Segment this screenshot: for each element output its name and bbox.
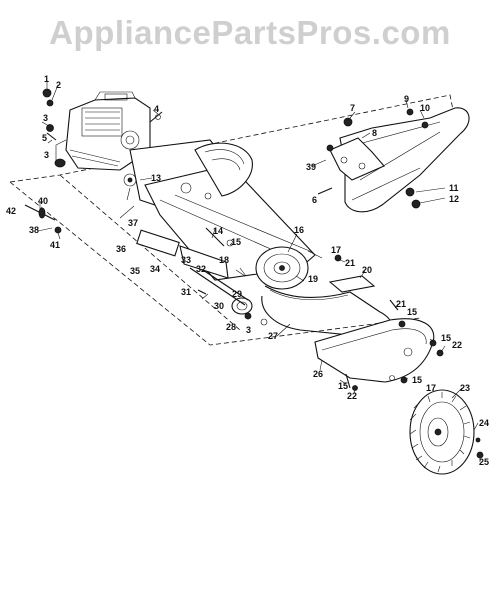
callout-20: 20 [362, 265, 372, 275]
small-pulley [231, 297, 253, 315]
callout-22b: 22 [347, 391, 357, 401]
callout-17b: 17 [426, 383, 436, 393]
callout-10: 10 [420, 103, 430, 113]
callout-34: 34 [150, 264, 160, 274]
pulley [255, 246, 309, 290]
callout-3: 3 [43, 113, 48, 123]
callout-22a: 22 [452, 340, 462, 350]
callout-25: 25 [479, 457, 489, 467]
callout-42: 42 [6, 206, 16, 216]
callout-15c: 15 [441, 333, 451, 343]
belt-guard [314, 318, 435, 383]
callout-21a: 21 [345, 258, 355, 268]
callout-26: 26 [313, 369, 323, 379]
callout-6: 6 [312, 195, 317, 205]
wheel-tire [409, 389, 475, 475]
callout-8: 8 [372, 128, 377, 138]
callout-3b: 3 [246, 325, 251, 335]
assembly-outline [9, 94, 456, 346]
callout-15d: 15 [412, 375, 422, 385]
callout-33: 33 [181, 255, 191, 265]
callout-9: 9 [404, 94, 409, 104]
callout-21b: 21 [396, 299, 406, 309]
callout-36: 36 [116, 244, 126, 254]
callout-7: 7 [350, 103, 355, 113]
callout-24: 24 [479, 418, 489, 428]
callout-30: 30 [214, 301, 224, 311]
callout-15b: 15 [407, 307, 417, 317]
callout-39: 39 [306, 162, 316, 172]
watermark: AppliancePartsPros.com [49, 14, 451, 51]
hardware [24, 88, 484, 459]
callout-29: 29 [232, 289, 242, 299]
callout-17a: 17 [331, 245, 341, 255]
tine-shield [329, 107, 470, 213]
callout-1: 1 [44, 74, 49, 84]
callout-5: 5 [42, 133, 47, 143]
callout-labels: 1 2 3 4 5 7 9 10 8 40 13 39 11 6 12 42 3… [6, 74, 489, 467]
callout-23: 23 [460, 383, 470, 393]
leader-lines [37, 80, 481, 462]
callout-37: 37 [128, 218, 138, 228]
callout-15a: 15 [231, 237, 241, 247]
callout-18: 18 [219, 255, 229, 265]
callout-3c: 3 [44, 150, 49, 160]
callout-4: 4 [154, 104, 159, 114]
callout-14: 14 [213, 226, 223, 236]
callout-13: 13 [151, 173, 161, 183]
callout-11: 11 [449, 183, 459, 193]
callout-32: 32 [196, 264, 206, 274]
axle-rod [136, 227, 249, 306]
belt-guide [328, 275, 376, 293]
callout-27: 27 [268, 331, 278, 341]
callout-12: 12 [449, 194, 459, 204]
callout-41: 41 [50, 240, 60, 250]
callout-28: 28 [226, 322, 236, 332]
callout-16: 16 [294, 225, 304, 235]
callout-35: 35 [130, 266, 140, 276]
callout-40: 40 [38, 196, 48, 206]
callout-15e: 15 [338, 381, 348, 391]
callout-2: 2 [56, 80, 61, 90]
callout-19: 19 [308, 274, 318, 284]
callout-31: 31 [181, 287, 191, 297]
callout-38: 38 [29, 225, 39, 235]
